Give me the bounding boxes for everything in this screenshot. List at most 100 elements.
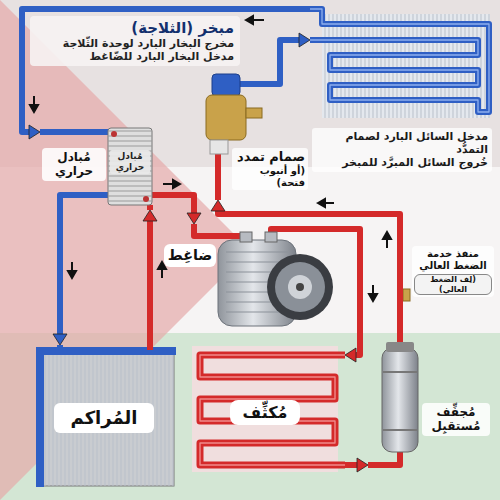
arrowhead [53,334,67,345]
arrowhead [187,213,201,224]
pipe-label: منفذ خدمة الضغط العالي [414,248,492,272]
label-patch: مُكثِّف [230,400,300,425]
component-label: (أو أنبوب فتحة) [235,165,305,189]
compressor [275,262,325,312]
pipe-line [218,209,400,335]
pipe-line [156,195,194,215]
component-label: مخرج البخار البارد لوحدة الثّلاجة [36,37,234,50]
pipe-connector [143,210,157,345]
component-label: المُراكم [58,407,150,429]
condenser: مُكثِّف [185,340,345,478]
receiver-drier [368,452,400,465]
pipe-line [57,210,63,336]
component-label: مُبادل حراري [44,150,104,179]
arrowhead [299,33,310,47]
flow-arrow [30,105,38,112]
accumulator [42,350,174,486]
pipe-line [280,40,301,72]
arrowhead [357,458,368,472]
flag-background [0,333,500,500]
label-patch: منفذ خدمة الضغط العالي(لِف الضغط العالي) [412,246,494,297]
label-patch: ضاغِط [164,244,216,267]
arrowhead [211,200,225,211]
heat-exchanger [60,195,108,210]
compressor [288,275,312,299]
service-port [403,289,410,301]
service-port [403,289,410,301]
compressor: ضاغِط [160,224,335,334]
heat-exchanger [40,128,156,210]
flow-arrow [173,180,180,188]
evaporator-coil [310,9,489,112]
flow-arrow [246,16,253,24]
compressor [265,232,277,242]
pipe-label: (لِف الضغط العالي) [414,274,492,295]
pipe-connector [335,229,360,362]
pipe-connector [53,210,67,345]
component-label: مُجفِّف مُستقبِل [424,405,488,434]
heat-exchanger [147,205,153,210]
heat-exchanger [108,128,152,205]
pipe-line [147,219,153,345]
label-patch: مُجفِّف مُستقبِل [422,403,490,436]
receiver-drier: مُجفِّف مُستقبِل [368,335,494,478]
component-label: صمام تمدد [235,149,305,165]
pipe-connector [156,195,201,224]
heat-exchanger [152,192,156,198]
component-label: مُكثِّف [233,403,297,422]
accumulator [57,345,63,350]
expansion-valve [212,74,240,96]
compressor [194,224,240,236]
label-patch: مُبادل حراري [110,150,150,174]
arrowhead [29,125,40,139]
heat-exchanger [143,196,149,202]
receiver-drier [368,335,418,465]
condenser-coil [192,346,345,472]
expansion-valve [246,108,262,118]
label-patch: مدخل السائل البارد لصمام التمدُّدخُروج ا… [312,128,492,172]
condenser-coil [192,346,338,472]
pipe-connector [345,458,368,472]
compressor [194,224,335,326]
accumulator [42,350,174,486]
accumulator [147,345,153,350]
pipe-connector [211,200,400,335]
flow-arrow [369,294,377,301]
pipe-line [335,229,360,355]
expansion-valve [215,154,221,200]
expansion-valve [210,140,228,154]
accumulator: المُراكم [8,345,180,492]
accumulator [36,347,44,487]
compressor [240,232,252,242]
evaporator-coil [310,9,490,118]
pipe-connector [280,33,310,72]
pipe-label: مدخل السائل البارد لصمام التمدُّد [316,130,488,156]
condenser-coil [200,355,345,465]
component-label: مدخل البخار البارد للضّاغط [36,50,234,63]
component-label: ضاغِط [166,247,214,264]
arrowhead [345,348,356,362]
compressor [267,254,333,320]
arrowhead [143,210,157,221]
pipe-label: مُبادل حراري [111,151,149,173]
receiver-drier [386,342,414,352]
flow-arrow [383,232,391,239]
expansion-valve [240,72,280,84]
compressor [296,283,304,291]
evaporator-coil [310,9,489,112]
receiver-drier [383,372,417,430]
receiver-drier [382,348,418,452]
label-patch: صمام تمدد(أو أنبوب فتحة) [232,148,308,190]
pipe-label: خُروج السائل المبرَّد للمبخر [316,156,488,169]
expansion-valve [206,95,246,140]
evaporator-unit: مبخر (الثلاجة)مخرج البخار البارد لوحدة ا… [310,4,494,122]
condenser-coil [200,355,345,465]
flow-arrow [68,271,76,278]
label-patch: المُراكم [54,403,154,433]
expansion-valve: صمام تمدد(أو أنبوب فتحة) [204,72,306,200]
accumulator [36,345,176,487]
label-patch: مُبادل حراري [42,148,106,181]
heat-exchanger [40,129,108,135]
